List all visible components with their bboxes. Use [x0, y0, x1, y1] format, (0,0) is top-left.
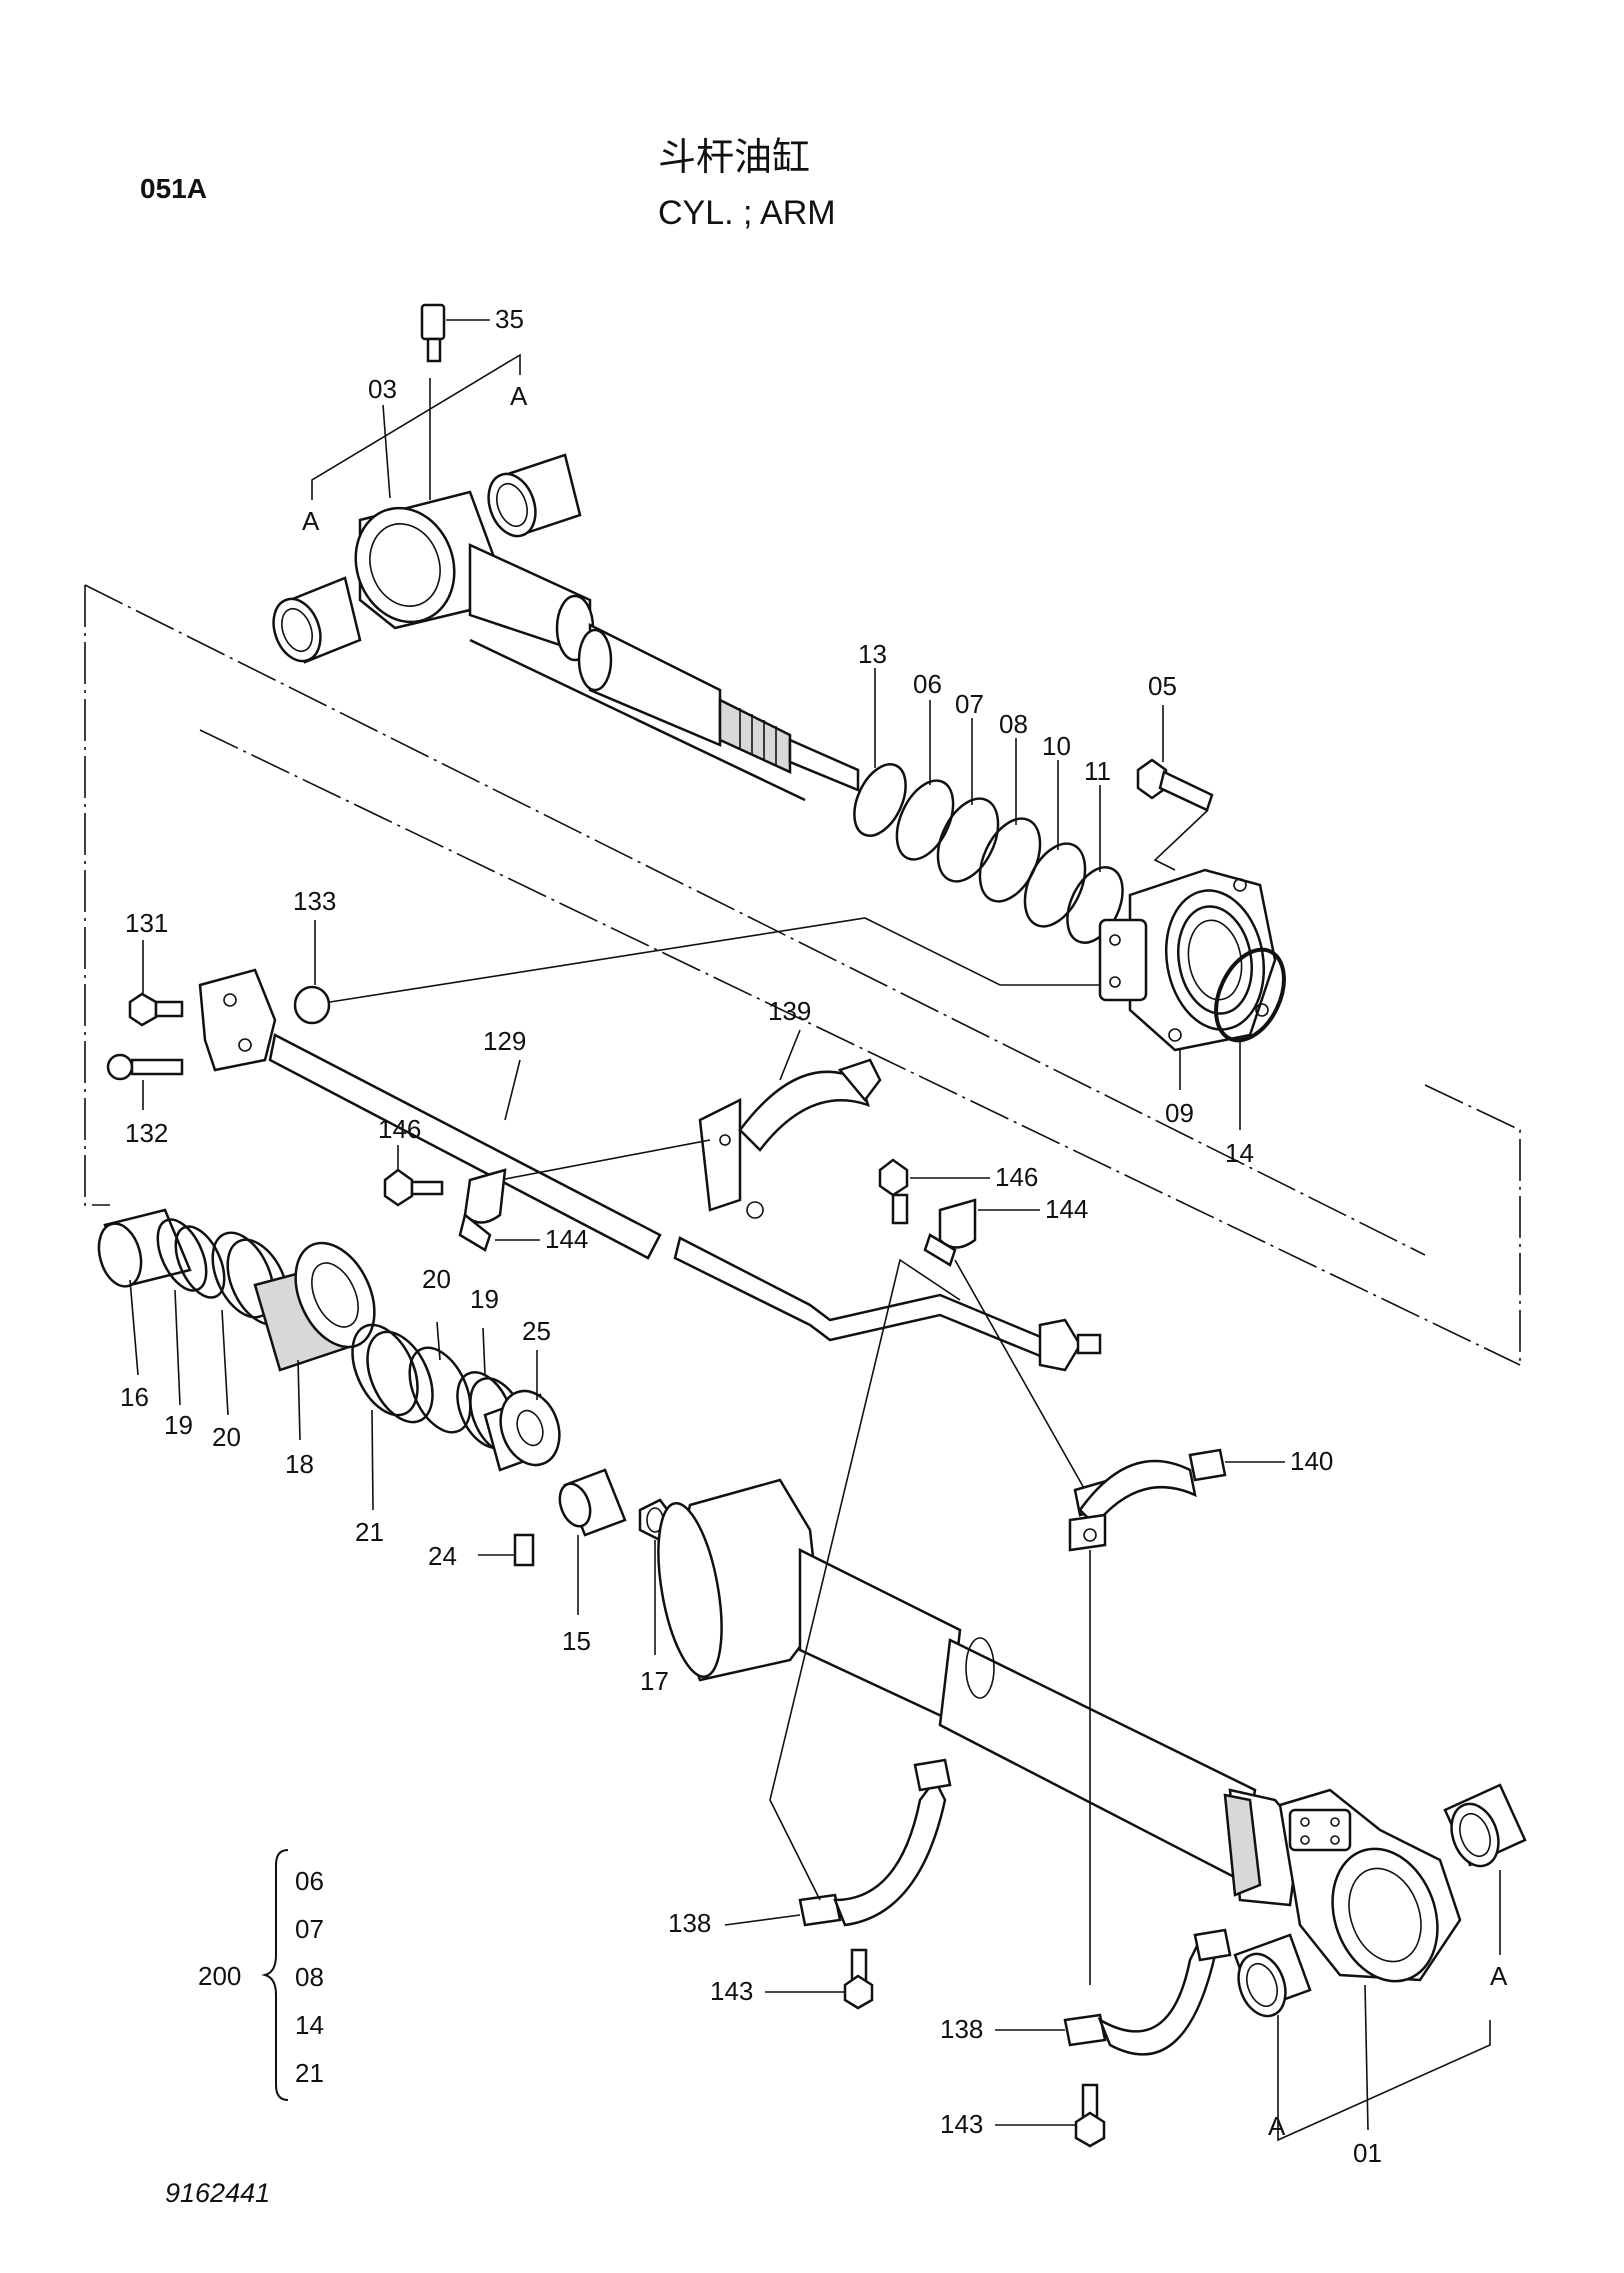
callout-133: 133 [293, 886, 336, 916]
callout-20-left: 20 [212, 1422, 241, 1452]
clamp-138-right [1063, 1928, 1232, 2056]
callout-131: 131 [125, 908, 168, 938]
callout-24: 24 [428, 1541, 457, 1571]
clamp-144-left [458, 1168, 507, 1252]
piston-parts [97, 1208, 677, 1567]
seal-stack [853, 763, 1124, 944]
callout-146-left: 146 [378, 1114, 421, 1144]
callout-144-left: 144 [545, 1224, 588, 1254]
o-ring-133 [293, 985, 331, 1025]
o-ring-14 [1214, 947, 1286, 1043]
callout-25: 25 [522, 1316, 551, 1346]
seal-kit-number: 200 [198, 1961, 241, 1991]
pin-bushing-right [487, 453, 582, 538]
seal-kit-item-06: 06 [295, 1866, 324, 1896]
rod-end-part-03 [354, 490, 860, 802]
pin-bushing-left [272, 576, 362, 664]
drawing-number: 9162441 [165, 2178, 270, 2208]
seal-kit-item-14: 14 [295, 2010, 324, 2040]
pipe-flange [198, 968, 277, 1072]
callout-05: 05 [1148, 671, 1177, 701]
callout-144-right: 144 [1045, 1194, 1088, 1224]
page-code: 051A [140, 173, 207, 204]
clamp-144-right [923, 1198, 977, 1267]
callout-140: 140 [1290, 1446, 1333, 1476]
callout-17: 17 [640, 1666, 669, 1696]
seal-kit-item-21: 21 [295, 2058, 324, 2088]
callout-07: 07 [955, 689, 984, 719]
callout-03: 03 [368, 374, 397, 404]
callout-129: 129 [483, 1026, 526, 1056]
callout-132: 132 [125, 1118, 168, 1148]
assembly-frame [84, 584, 1521, 1366]
seal-kit-200: 200 06 07 08 14 21 [198, 1849, 324, 2101]
callout-13: 13 [858, 639, 887, 669]
callout-138-left: 138 [668, 1908, 711, 1938]
callout-08: 08 [999, 709, 1028, 739]
callout-06: 06 [913, 669, 942, 699]
callout-35: 35 [495, 304, 524, 334]
title-chinese: 斗杆油缸 [658, 135, 810, 179]
callout-14: 14 [1225, 1138, 1254, 1168]
callout-143-right: 143 [940, 2109, 983, 2139]
bushing-marker-a-1: A [302, 506, 320, 536]
callout-146-right: 146 [995, 1162, 1038, 1192]
callout-11: 11 [1084, 756, 1111, 786]
cylinder-tube-01 [657, 1478, 1462, 1983]
seal-kit-item-08: 08 [295, 1962, 324, 1992]
pipe-fitting [1038, 1318, 1102, 1372]
pin-bushing-tube-upper [1443, 1783, 1527, 1868]
seal-kit-item-07: 07 [295, 1914, 324, 1944]
callout-138-right: 138 [940, 2014, 983, 2044]
callout-09: 09 [1165, 1098, 1194, 1128]
pin-bushing-tube-lower [1233, 1933, 1312, 2018]
bolt-143-right [1074, 2083, 1106, 2148]
clamp-139 [698, 1058, 882, 1219]
bolt-146-right [878, 1158, 909, 1225]
callout-01: 01 [1353, 2138, 1382, 2168]
callout-139: 139 [768, 996, 811, 1026]
callout-20-right: 20 [422, 1264, 451, 1294]
callout-19-left: 19 [164, 1410, 193, 1440]
callout-143-left: 143 [710, 1976, 753, 2006]
grease-fitting-35 [420, 303, 490, 363]
bolt-146-left [383, 1168, 444, 1207]
bolt-05 [1136, 758, 1214, 812]
bushing-marker-a-3: A [1490, 1961, 1508, 1991]
clamp-138-left [798, 1758, 952, 1927]
callout-15: 15 [562, 1626, 591, 1656]
clamp-140 [1068, 1448, 1227, 1552]
bolt-143-left [843, 1948, 874, 2010]
bushing-marker-a-2: A [510, 381, 528, 411]
callout-19-right: 19 [470, 1284, 499, 1314]
callout-10: 10 [1042, 731, 1071, 761]
title-english: CYL. ; ARM [658, 194, 836, 232]
cylinder-head-09 [1098, 868, 1277, 1052]
callout-21: 21 [355, 1517, 384, 1547]
callout-16: 16 [120, 1382, 149, 1412]
bolt-132 [106, 1053, 184, 1081]
bolt-131 [128, 992, 184, 1027]
callout-18: 18 [285, 1449, 314, 1479]
bushing-marker-a-4: A [1268, 2111, 1286, 2141]
